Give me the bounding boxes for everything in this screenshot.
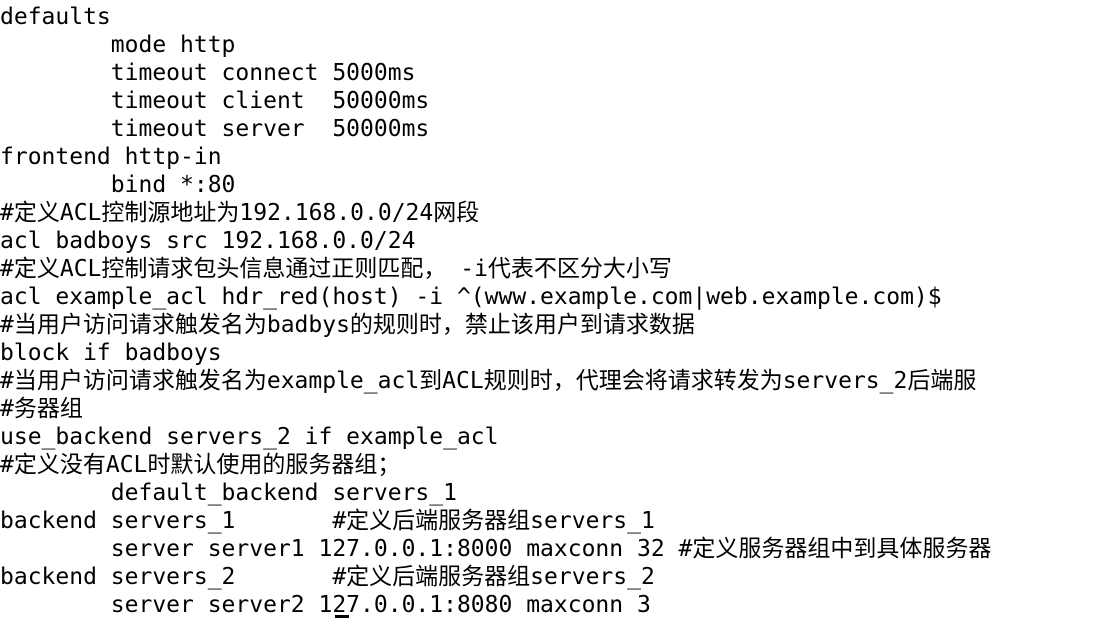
code-line: #定义没有ACL时默认使用的服务器组； [0, 452, 401, 478]
code-line: #当用户访问请求触发名为example_acl到ACL规则时，代理会将请求转发为… [0, 368, 977, 394]
code-line: timeout connect 5000ms [0, 60, 416, 86]
text-editor[interactable]: defaults mode http timeout connect 5000m… [0, 3, 1117, 621]
code-line: backend servers_2 #定义后端服务器组servers_2 [0, 564, 655, 590]
code-line: #定义ACL控制源地址为192.168.0.0/24网段 [0, 200, 480, 226]
code-line: frontend http-in [0, 144, 222, 170]
code-line: acl badboys src 192.168.0.0/24 [0, 228, 416, 254]
code-line: server server1 127.0.0.1:8000 maxconn 32… [0, 536, 992, 562]
code-line: acl example_acl hdr_red(host) -i ^(www.e… [0, 284, 942, 310]
code-line: mode http [0, 32, 236, 58]
code-line: bind *:80 [0, 172, 236, 198]
text-cursor [335, 615, 349, 618]
code-line: defaults [0, 4, 111, 30]
code-line: #当用户访问请求触发名为badbys的规则时，禁止该用户到请求数据 [0, 312, 695, 338]
code-line: #定义ACL控制请求包头信息通过正则匹配， -i代表不区分大小写 [0, 256, 672, 282]
code-line: use_backend servers_2 if example_acl [0, 424, 499, 450]
code-line: block if badboys [0, 340, 222, 366]
code-line: default_backend servers_1 [0, 480, 457, 506]
code-line: timeout client 50000ms [0, 88, 430, 114]
code-line: server server2 127.0.0.1:8080 maxconn 3 [0, 592, 651, 618]
code-line: backend servers_1 #定义后端服务器组servers_1 [0, 508, 655, 534]
code-line: timeout server 50000ms [0, 116, 430, 142]
code-line: #务器组 [0, 396, 83, 422]
